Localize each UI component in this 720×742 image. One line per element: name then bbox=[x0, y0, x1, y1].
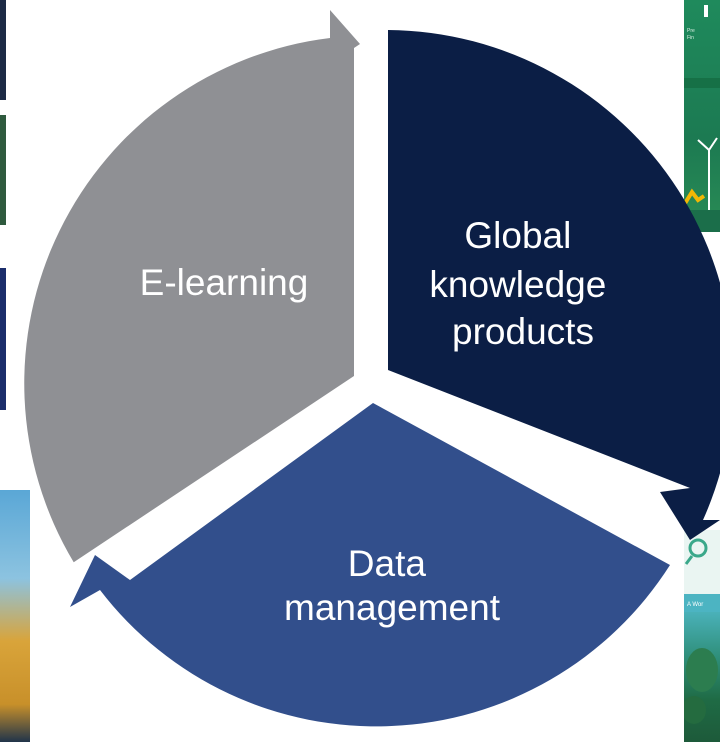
thumbnail-left-2 bbox=[0, 115, 6, 225]
thumbnail-text: Fin bbox=[687, 35, 694, 41]
segment-global-knowledge-products bbox=[388, 30, 720, 540]
thumbnail-text: A Wor bbox=[687, 602, 703, 608]
thumbnail-left-1 bbox=[0, 0, 6, 100]
segment-data-management bbox=[70, 403, 670, 727]
thumbnail-left-3 bbox=[0, 268, 6, 410]
label-global-knowledge-products: Global knowledge products bbox=[429, 215, 616, 352]
segment-e-learning bbox=[24, 10, 361, 563]
label-data-management: Data management bbox=[284, 543, 501, 628]
thumbnail-bottom-right: A Wor bbox=[684, 530, 720, 742]
thumbnail-text: Pre bbox=[687, 28, 695, 34]
thumbnail-left-4 bbox=[0, 490, 30, 742]
label-e-learning: E-learning bbox=[140, 262, 309, 303]
